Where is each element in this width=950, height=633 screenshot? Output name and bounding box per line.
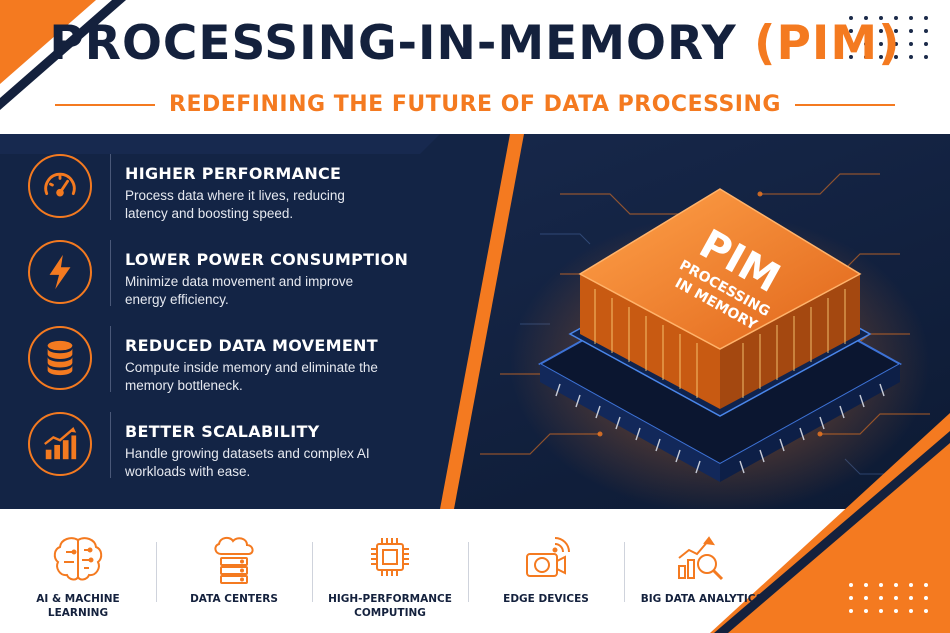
dot-pattern-top-right bbox=[849, 16, 930, 59]
speedometer-icon bbox=[28, 154, 92, 218]
feature-better-scalability: BETTER SCALABILITY Handle growing datase… bbox=[28, 408, 428, 494]
feature-reduced-data-movement: REDUCED DATA MOVEMENT Compute inside mem… bbox=[28, 322, 428, 408]
page-title-accent: (PIM) bbox=[753, 16, 901, 71]
feature-desc: Compute inside memory and eliminate the … bbox=[125, 360, 378, 393]
application-label: DATA CENTERS bbox=[190, 593, 278, 605]
corner-decoration-bottom-right bbox=[710, 413, 950, 633]
feature-title: HIGHER PERFORMANCE bbox=[125, 164, 342, 183]
dot-pattern-bottom-right bbox=[849, 583, 930, 613]
brain-circuit-icon bbox=[51, 530, 105, 584]
feature-title: BETTER SCALABILITY bbox=[125, 422, 320, 441]
feature-divider bbox=[110, 326, 111, 392]
camera-wireless-icon bbox=[519, 530, 573, 584]
subtitle-row: REDEFINING THE FUTURE OF DATA PROCESSING bbox=[0, 92, 950, 117]
application-big-data: BIG DATA ANALYTICS bbox=[624, 530, 780, 620]
application-label: HIGH-PERFORMANCE COMPUTING bbox=[328, 593, 452, 619]
feature-list: HIGHER PERFORMANCE Process data where it… bbox=[28, 150, 428, 494]
analytics-magnifier-icon bbox=[675, 530, 729, 584]
growth-chart-icon bbox=[28, 412, 92, 476]
feature-title: REDUCED DATA MOVEMENT bbox=[125, 336, 378, 355]
application-data-centers: DATA CENTERS bbox=[156, 530, 312, 620]
feature-desc: Minimize data movement and improve energ… bbox=[125, 274, 354, 307]
feature-higher-performance: HIGHER PERFORMANCE Process data where it… bbox=[28, 150, 428, 236]
feature-lower-power: LOWER POWER CONSUMPTION Minimize data mo… bbox=[28, 236, 428, 322]
processor-icon bbox=[363, 530, 417, 584]
page-subtitle: REDEFINING THE FUTURE OF DATA PROCESSING bbox=[169, 92, 781, 117]
page-title: PROCESSING-IN-MEMORY (PIM) bbox=[49, 16, 901, 71]
application-label: EDGE DEVICES bbox=[503, 593, 589, 605]
database-icon bbox=[28, 326, 92, 390]
application-label: BIG DATA ANALYTICS bbox=[640, 593, 764, 605]
lightning-icon bbox=[28, 240, 92, 304]
corner-decoration-top-left bbox=[0, 0, 126, 110]
feature-title: LOWER POWER CONSUMPTION bbox=[125, 250, 409, 269]
cloud-server-icon bbox=[207, 530, 261, 584]
feature-desc: Process data where it lives, reducing la… bbox=[125, 188, 345, 221]
feature-divider bbox=[110, 154, 111, 220]
subtitle-line-right bbox=[794, 103, 895, 106]
application-edge-devices: EDGE DEVICES bbox=[468, 530, 624, 620]
feature-divider bbox=[110, 412, 111, 478]
feature-divider bbox=[110, 240, 111, 306]
subtitle-line-left bbox=[55, 103, 156, 106]
applications-row: AI & MACHINE LEARNING DATA CENTERS HIGH-… bbox=[0, 530, 780, 620]
feature-desc: Handle growing datasets and complex AI w… bbox=[125, 446, 370, 479]
hero-panel bbox=[0, 134, 950, 509]
application-ai-ml: AI & MACHINE LEARNING bbox=[0, 530, 156, 620]
application-label: AI & MACHINE LEARNING bbox=[36, 593, 120, 619]
application-hpc: HIGH-PERFORMANCE COMPUTING bbox=[312, 530, 468, 620]
